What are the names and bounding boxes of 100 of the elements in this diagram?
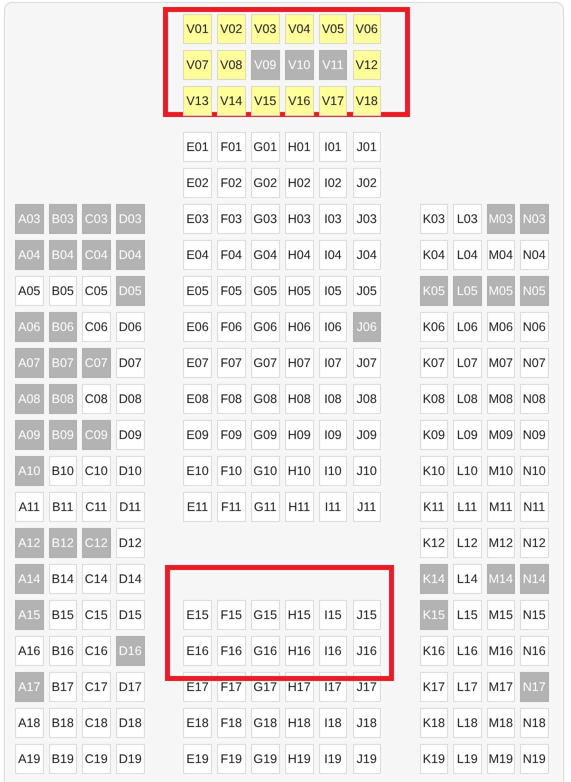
seat: D12	[116, 528, 144, 558]
unavailable-seat: K15	[420, 600, 448, 630]
seat: K18	[420, 708, 448, 738]
highlighted-seat: V06	[352, 14, 381, 44]
seat: G18	[251, 708, 280, 738]
unavailable-seat: A17	[15, 672, 44, 702]
seat: B15	[48, 600, 77, 630]
seat: M19	[486, 744, 515, 774]
seat: I07	[318, 348, 348, 378]
seat: F15	[217, 600, 246, 630]
unavailable-seat: K14	[420, 564, 448, 594]
seat: I01	[318, 132, 348, 162]
seat: E04	[183, 240, 212, 270]
highlighted-seat: V13	[183, 86, 212, 116]
seat: F09	[217, 420, 246, 450]
seat: D17	[116, 672, 144, 702]
unavailable-seat: M03	[486, 204, 515, 234]
seat: G15	[251, 600, 280, 630]
unavailable-seat: D16	[116, 636, 144, 666]
seat: J11	[352, 492, 381, 522]
unavailable-seat: A06	[15, 312, 44, 342]
highlighted-seat: V17	[318, 86, 348, 116]
seat: D09	[116, 420, 144, 450]
seat: B19	[48, 744, 77, 774]
seat: K19	[420, 744, 448, 774]
unavailable-seat: A03	[15, 204, 44, 234]
seat: H08	[285, 384, 314, 414]
seat: H18	[285, 708, 314, 738]
seat: K17	[420, 672, 448, 702]
seat: N07	[520, 348, 548, 378]
seat: H02	[285, 168, 314, 198]
seat: G07	[251, 348, 280, 378]
seat: I10	[318, 456, 348, 486]
seat: N15	[520, 600, 548, 630]
seat: H15	[285, 600, 314, 630]
seat: F16	[217, 636, 246, 666]
seat: H09	[285, 420, 314, 450]
seat: N08	[520, 384, 548, 414]
seat: F08	[217, 384, 246, 414]
seat: F02	[217, 168, 246, 198]
seat: M04	[486, 240, 515, 270]
seat: I19	[318, 744, 348, 774]
seat: I16	[318, 636, 348, 666]
unavailable-seat: C04	[82, 240, 110, 270]
seat: E09	[183, 420, 212, 450]
seat: I18	[318, 708, 348, 738]
unavailable-seat: A07	[15, 348, 44, 378]
seat: E01	[183, 132, 212, 162]
seat: E16	[183, 636, 212, 666]
seat: C11	[82, 492, 110, 522]
highlighted-seat: V03	[251, 14, 280, 44]
seat: G01	[251, 132, 280, 162]
seat: A18	[15, 708, 44, 738]
seat: D11	[116, 492, 144, 522]
seat: E15	[183, 600, 212, 630]
seat: M18	[486, 708, 515, 738]
unavailable-seat: J06	[352, 312, 381, 342]
seat: C18	[82, 708, 110, 738]
seat: K10	[420, 456, 448, 486]
seat: F18	[217, 708, 246, 738]
seat: A11	[15, 492, 44, 522]
unavailable-seat: A08	[15, 384, 44, 414]
seat: B05	[48, 276, 77, 306]
unavailable-seat: M14	[486, 564, 515, 594]
seat: M11	[486, 492, 515, 522]
unavailable-seat: C12	[82, 528, 110, 558]
seat: L04	[453, 240, 482, 270]
seat: B17	[48, 672, 77, 702]
seat: K04	[420, 240, 448, 270]
seat: J09	[352, 420, 381, 450]
seat: G11	[251, 492, 280, 522]
seat: A05	[15, 276, 44, 306]
highlight-frame	[165, 565, 394, 681]
unavailable-seat: A15	[15, 600, 44, 630]
seat: M15	[486, 600, 515, 630]
unavailable-seat: A12	[15, 528, 44, 558]
seat: B16	[48, 636, 77, 666]
seat: L07	[453, 348, 482, 378]
seat: K16	[420, 636, 448, 666]
seat: G08	[251, 384, 280, 414]
seat: F10	[217, 456, 246, 486]
highlighted-seat: V12	[352, 50, 381, 80]
seat: K06	[420, 312, 448, 342]
seat: D18	[116, 708, 144, 738]
seat: M09	[486, 420, 515, 450]
seat: N18	[520, 708, 548, 738]
seat: E06	[183, 312, 212, 342]
seat: N09	[520, 420, 548, 450]
seat: C06	[82, 312, 110, 342]
seat: D19	[116, 744, 144, 774]
seat: I02	[318, 168, 348, 198]
unavailable-seat: D05	[116, 276, 144, 306]
seat: C08	[82, 384, 110, 414]
seat: H10	[285, 456, 314, 486]
seat: M16	[486, 636, 515, 666]
seat: I06	[318, 312, 348, 342]
seat: M10	[486, 456, 515, 486]
seat: D14	[116, 564, 144, 594]
unavailable-seat: V11	[318, 50, 348, 80]
seat: J18	[352, 708, 381, 738]
